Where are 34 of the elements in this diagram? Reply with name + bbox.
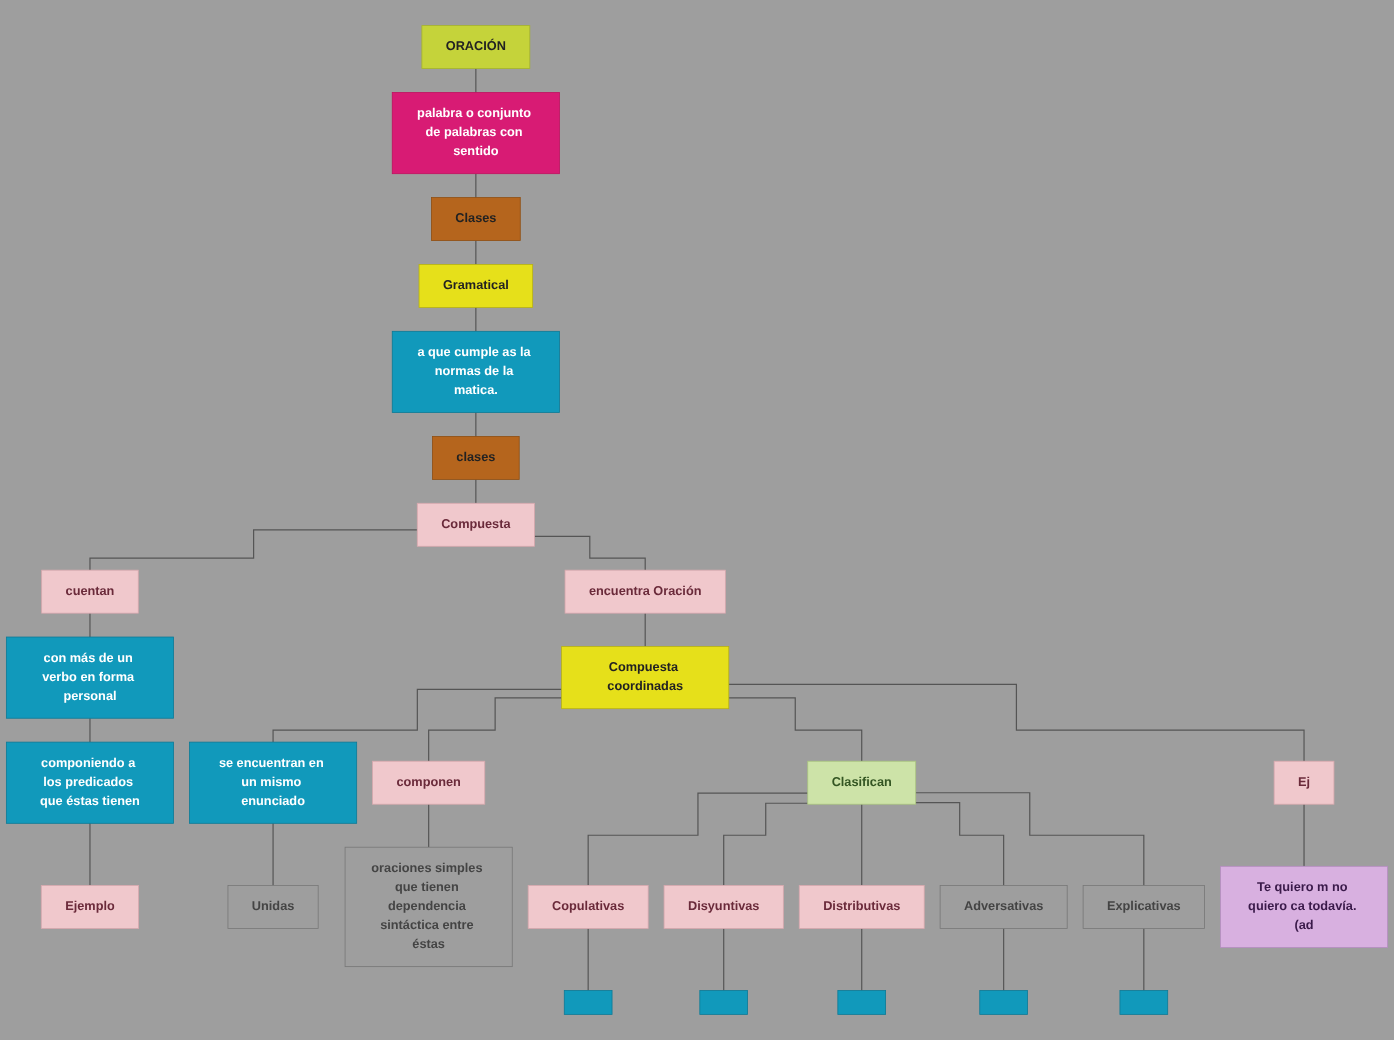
connector <box>272 688 563 743</box>
connector <box>915 802 1005 886</box>
node-box <box>563 990 613 1015</box>
connector <box>89 612 91 638</box>
node-box <box>979 990 1028 1015</box>
connector <box>475 173 477 199</box>
connector <box>587 792 809 886</box>
connector <box>475 239 477 266</box>
connector <box>475 306 477 332</box>
node-box <box>699 990 748 1015</box>
node-box <box>1119 990 1169 1015</box>
connector <box>587 927 589 992</box>
connector <box>728 683 1305 762</box>
connector <box>272 822 274 886</box>
connector <box>428 803 430 848</box>
connector <box>428 697 563 762</box>
connector <box>723 802 809 886</box>
connector <box>723 927 725 992</box>
connector <box>915 792 1145 886</box>
connector <box>1003 927 1005 992</box>
connector <box>89 822 91 886</box>
node-box <box>837 990 886 1015</box>
connector <box>728 697 863 762</box>
connector <box>644 612 646 648</box>
connector <box>1303 803 1305 867</box>
connector <box>89 717 91 743</box>
connector <box>475 411 477 437</box>
connector <box>475 478 477 504</box>
connector <box>861 803 863 886</box>
connector <box>861 927 863 992</box>
connector <box>1143 927 1145 992</box>
connector <box>89 529 418 571</box>
connector <box>475 68 477 94</box>
connector <box>533 535 646 571</box>
